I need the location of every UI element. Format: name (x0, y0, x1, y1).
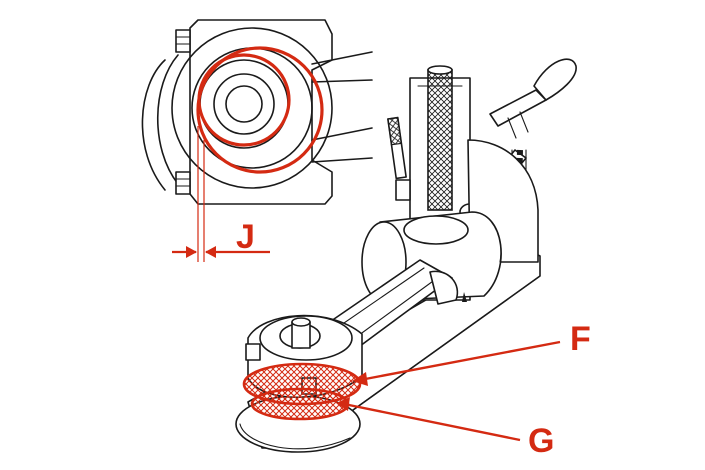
callout-f: F (352, 320, 591, 386)
red-circle-small (197, 53, 291, 147)
red-circle-large (196, 46, 324, 174)
label-f: F (570, 320, 591, 358)
callout-g: G (336, 397, 554, 460)
bolt-top-left (175, 29, 191, 53)
label-j: J (236, 218, 255, 256)
collar-g (250, 387, 350, 421)
rod-shank-lower (311, 127, 373, 163)
bolt-bottom-left (175, 171, 191, 195)
bore-outer-ring (171, 27, 333, 189)
piston-pin-bore (213, 73, 275, 135)
alignment-fixture (235, 58, 577, 453)
label-g: G (528, 422, 554, 460)
rod-shank-upper (311, 51, 373, 83)
detail-view: J (141, 19, 373, 262)
lever-handle (489, 58, 577, 139)
detail-left-arc (141, 59, 166, 191)
knurled-rod (427, 69, 453, 211)
gauge-screw-left (387, 116, 411, 201)
